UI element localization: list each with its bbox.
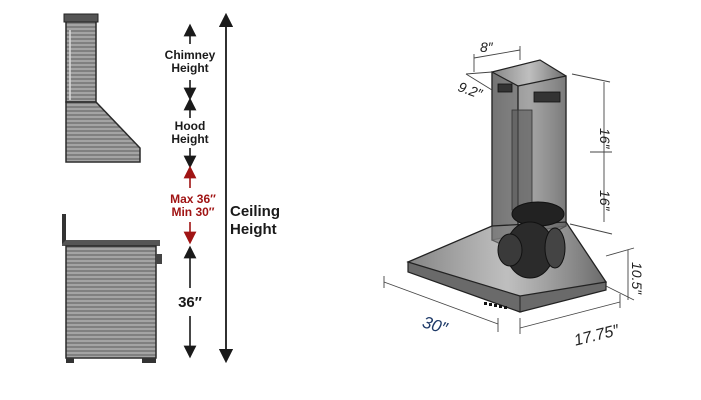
dim-chimney-width: 8″: [480, 39, 494, 55]
ceiling-label-line2: Height: [230, 221, 277, 238]
hood-label-line2: Height: [171, 132, 208, 146]
hood-height-dimension: Hood Height: [171, 97, 209, 169]
dim-chimney-lower: 16″: [597, 190, 613, 212]
hood-label-line1: Hood: [175, 119, 206, 133]
counter-height-label: 36″: [178, 294, 202, 311]
side-view: Chimney Height Hood Height Max 36″ Min 3…: [62, 12, 280, 364]
dim-depth: 17.75″: [572, 322, 622, 350]
clearance-max-label: Max 36″: [170, 192, 216, 206]
clearance-dimension: Max 36″ Min 30″: [170, 165, 216, 245]
dim-hood-height: 10.5″: [629, 262, 645, 295]
ceiling-height-dimension: Ceiling Height: [218, 12, 280, 364]
chimney-label-line1: Chimney: [165, 48, 216, 62]
chimney-label-line2: Height: [171, 61, 208, 75]
dim-chimney-depth: 9.2″: [456, 78, 485, 102]
counter-height-dimension: 36″: [178, 245, 202, 359]
ceiling-label-line1: Ceiling: [230, 203, 280, 220]
control-buttons: [484, 302, 507, 309]
range-side: [62, 214, 162, 363]
dim-chimney-upper: 16″: [597, 128, 613, 150]
hood-body-side: [65, 101, 141, 163]
hood-chimney-side: [65, 15, 97, 103]
isometric-view: 8″ 9.2″ 16″ 16″ 10.5″ 30″ 17.75″: [383, 39, 645, 350]
blower-motor: [497, 201, 566, 279]
chimney-height-dimension: Chimney Height: [165, 23, 216, 101]
dim-width: 30″: [420, 312, 451, 338]
clearance-min-label: Min 30″: [171, 205, 214, 219]
